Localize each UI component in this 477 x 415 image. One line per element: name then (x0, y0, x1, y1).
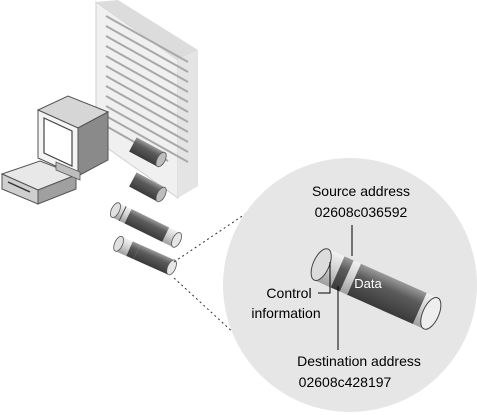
packet-icon (129, 137, 167, 168)
control-information-label-line1: Control (266, 285, 311, 301)
data-segment-label: Data (354, 276, 382, 291)
packet-icon (310, 248, 442, 330)
destination-address-label: Destination address (297, 353, 421, 369)
source-address-label: Source address (312, 183, 410, 199)
computer-icon (0, 95, 110, 205)
packet-icon (129, 172, 167, 203)
destination-address-value: 02608c428197 (299, 374, 392, 390)
callout-lines (318, 225, 353, 350)
packet-icon (110, 202, 182, 248)
source-address-value: 02608c036592 (315, 204, 408, 220)
packet-icon (113, 235, 177, 276)
control-information-label-line2: information (251, 305, 320, 321)
document-icon (95, 0, 198, 199)
